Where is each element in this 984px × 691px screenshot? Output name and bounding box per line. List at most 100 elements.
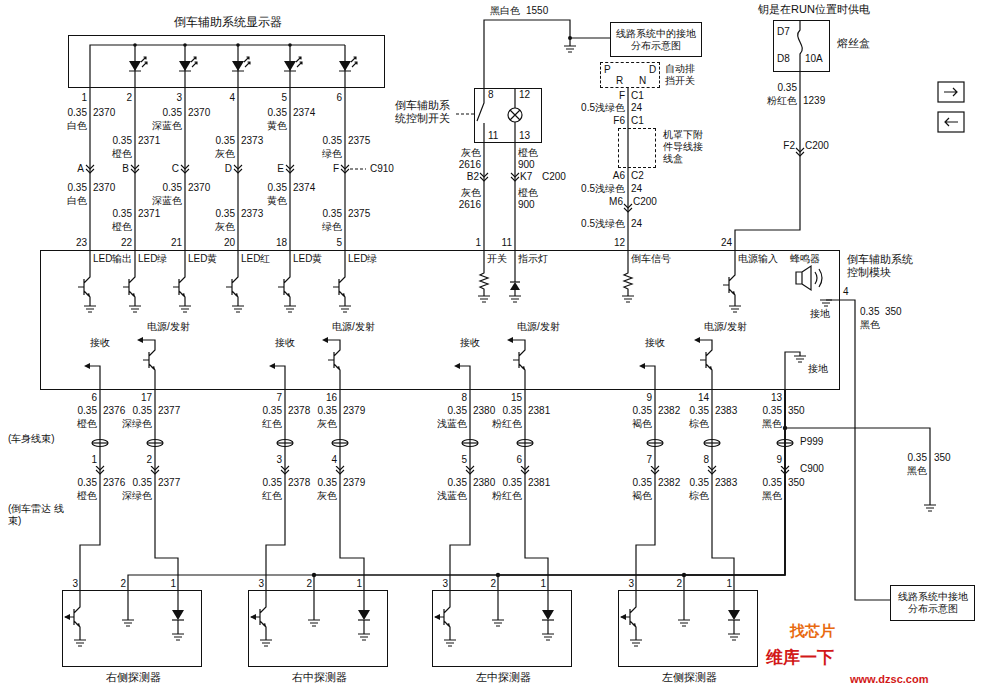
wire-label: 倒车信号 bbox=[631, 253, 671, 265]
wire-label: 1 bbox=[170, 578, 176, 590]
ground-symbol bbox=[820, 300, 832, 306]
wire-label: 1239 bbox=[803, 95, 825, 107]
wire-label: 深蓝色 bbox=[152, 120, 182, 132]
wire-label: 4 bbox=[843, 286, 849, 298]
wire-label: 橙色 bbox=[77, 418, 97, 430]
node-label: 倒车辅助系统控制开关 bbox=[395, 99, 453, 125]
transistor-symbol bbox=[723, 270, 735, 300]
wire-label: LED绿 bbox=[348, 253, 377, 265]
wire-label: M6 bbox=[609, 196, 623, 208]
wire-label: 2375 bbox=[348, 208, 370, 220]
wire-label: 粉红色 bbox=[767, 95, 797, 107]
wire-label: 2374 bbox=[293, 182, 315, 194]
wire bbox=[128, 390, 785, 590]
arrow-head bbox=[84, 363, 90, 369]
wire-label: C1 bbox=[631, 90, 644, 102]
wire-label: 0.35 bbox=[78, 477, 97, 489]
sensor-box: 左中探测器 bbox=[432, 590, 572, 667]
nav-button bbox=[938, 82, 964, 102]
wire-label: 黑色 bbox=[762, 490, 782, 502]
wire-label: 灰色 bbox=[461, 187, 481, 199]
wire-label: 电源/发射 bbox=[147, 321, 190, 333]
wire-label: 2379 bbox=[343, 477, 365, 489]
wire-label: 棕色 bbox=[689, 418, 709, 430]
wire-label: 3 bbox=[442, 578, 448, 590]
wire-label: 23 bbox=[76, 237, 87, 249]
wire-label: F bbox=[333, 163, 339, 175]
wire-label: 2370 bbox=[188, 182, 210, 194]
sensor-internals bbox=[250, 590, 370, 646]
junction-dot bbox=[236, 43, 240, 47]
wire-label: 钥是在RUN位置时供电 bbox=[758, 3, 870, 16]
wire-label: 黄色 bbox=[267, 195, 287, 207]
wire-label: 5 bbox=[461, 454, 467, 466]
wire-label: 8 bbox=[461, 392, 467, 404]
wire-label: 2381 bbox=[528, 405, 550, 417]
wire-label: 0.35 bbox=[908, 452, 927, 464]
module-wiring bbox=[484, 250, 840, 390]
wire-label: 0.35 bbox=[318, 405, 337, 417]
led-symbol bbox=[179, 57, 197, 71]
connector-dash bbox=[350, 168, 366, 169]
wire-label: 开关 bbox=[487, 253, 507, 265]
wire-label: 2383 bbox=[715, 405, 737, 417]
wire-label: 6 bbox=[336, 92, 342, 104]
wire-label: 21 bbox=[171, 237, 182, 249]
resistor-symbol bbox=[480, 270, 488, 292]
wire-label: 0.35 bbox=[633, 477, 652, 489]
sensor-box: 右中探测器 bbox=[248, 590, 388, 667]
wire-label: 2375 bbox=[348, 135, 370, 147]
wire-label: 0.5浅绿色 bbox=[581, 183, 625, 195]
module-wiring bbox=[143, 340, 712, 390]
sensor-internals bbox=[434, 590, 554, 646]
lamp-symbol bbox=[508, 108, 522, 122]
wire-label: 0.35 bbox=[113, 135, 132, 147]
wire-label: D7 bbox=[777, 26, 790, 38]
wire-label: 12 bbox=[614, 237, 625, 249]
wire bbox=[314, 390, 785, 590]
ground-symbol bbox=[564, 46, 576, 52]
wire bbox=[155, 390, 178, 590]
wire-label: 粉红色 bbox=[492, 490, 522, 502]
wire-label: B bbox=[122, 163, 129, 175]
ground-symbol bbox=[924, 505, 936, 511]
wire-label: 2383 bbox=[715, 477, 737, 489]
wire-label: 0.35 bbox=[503, 405, 522, 417]
wire-label: 1 bbox=[81, 92, 87, 104]
wire-label: 橙色 bbox=[518, 187, 538, 199]
wire-label: 2 bbox=[676, 578, 682, 590]
wire-label: 9 bbox=[776, 454, 782, 466]
wire bbox=[89, 88, 90, 250]
wire-label: 黑色 bbox=[762, 418, 782, 430]
node-label: P bbox=[604, 64, 611, 76]
wire-label: 橙色 bbox=[518, 147, 538, 159]
wire-label: 红色 bbox=[262, 490, 282, 502]
wire-label: 1 bbox=[91, 454, 97, 466]
wire-label: 深绿色 bbox=[122, 418, 152, 430]
junction-line bbox=[627, 128, 628, 168]
switch-contact bbox=[477, 88, 515, 143]
arrow-head bbox=[694, 337, 700, 343]
wire-label: 7 bbox=[276, 392, 282, 404]
wire-label: C2 bbox=[631, 170, 644, 182]
wire-label: 指示灯 bbox=[518, 253, 548, 265]
wire-label: 2373 bbox=[241, 208, 263, 220]
wire-label: 浅蓝色 bbox=[437, 418, 467, 430]
wire bbox=[840, 300, 890, 600]
wire-label: 0.35 bbox=[503, 477, 522, 489]
wire bbox=[627, 88, 628, 128]
wire-label: A bbox=[77, 163, 84, 175]
wire-label: 3 bbox=[176, 92, 182, 104]
wire-label: 2378 bbox=[288, 405, 310, 417]
arrow-head bbox=[269, 363, 275, 369]
wire-label: 13 bbox=[519, 130, 530, 142]
wire-label: 蜂鸣器 bbox=[790, 253, 820, 265]
wire-label: 0.35 bbox=[860, 306, 879, 318]
wire-label: 深蓝色 bbox=[152, 195, 182, 207]
wire-label: 900 bbox=[518, 199, 535, 211]
wire-label: 2 bbox=[306, 578, 312, 590]
wire-label: 11 bbox=[502, 237, 512, 249]
arrow-head bbox=[639, 363, 645, 369]
junction-dot bbox=[183, 43, 187, 47]
ground-callout: 线路系统中的接地分布示意图 bbox=[610, 22, 702, 57]
